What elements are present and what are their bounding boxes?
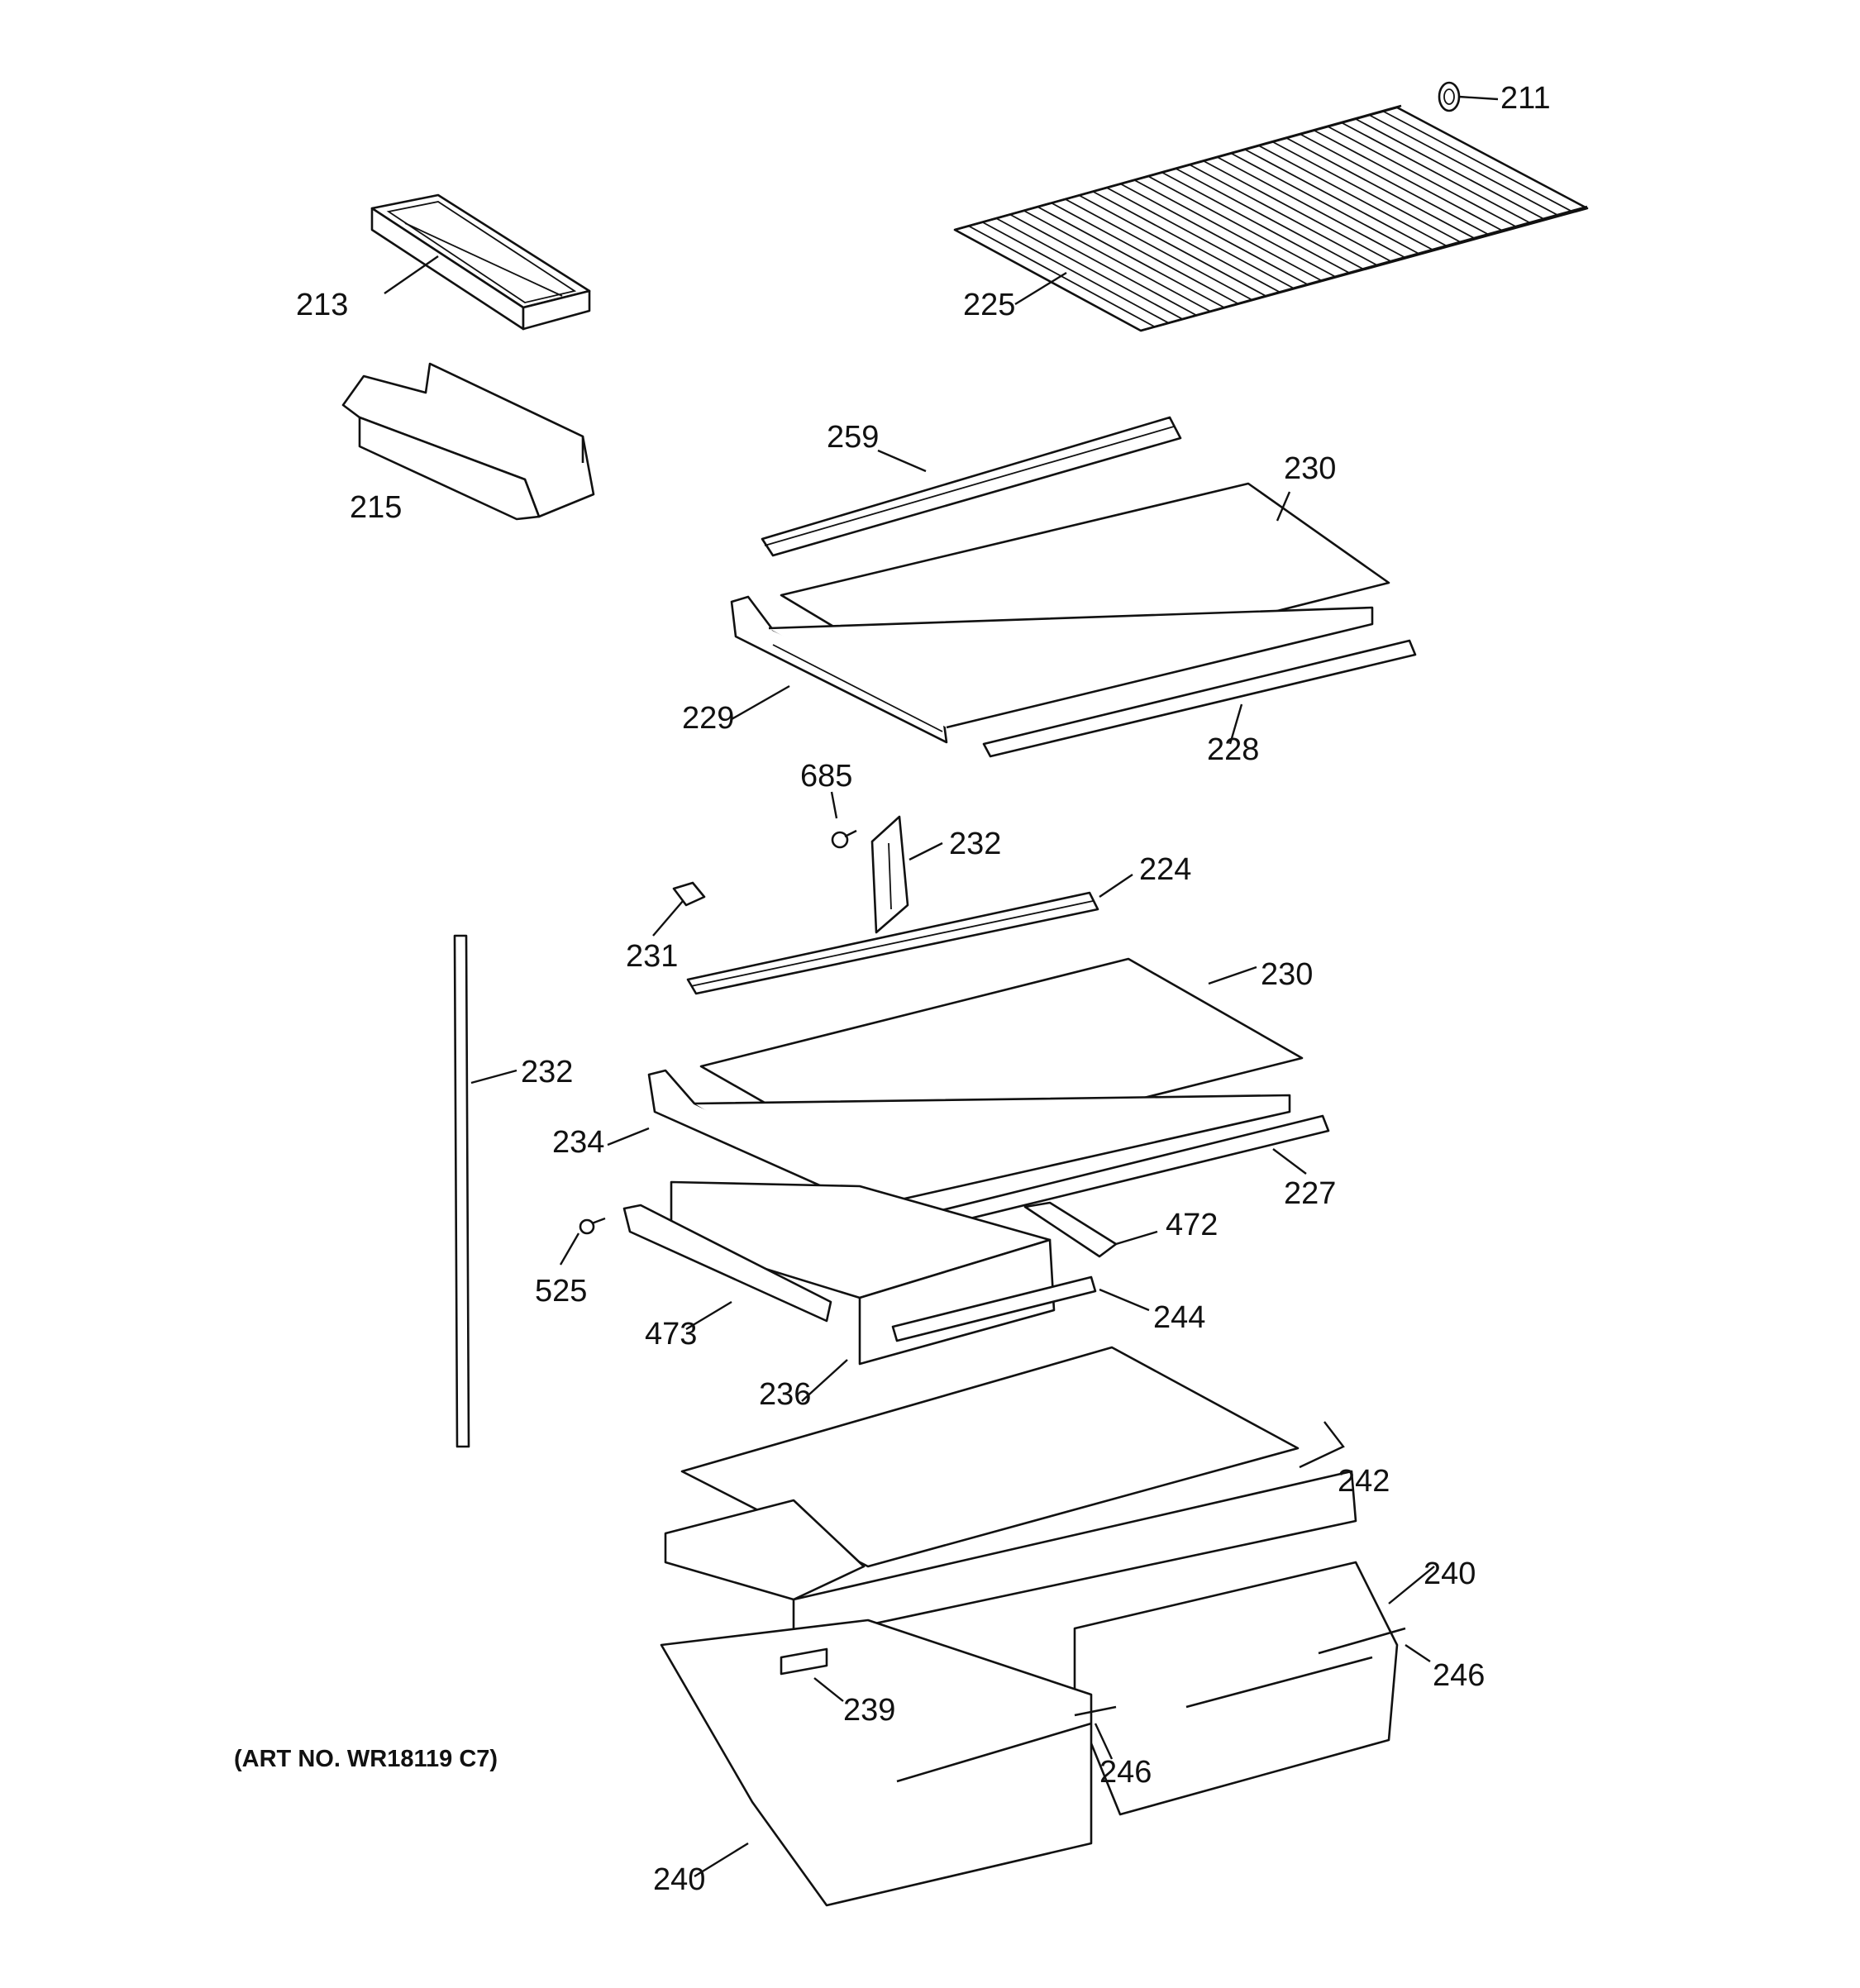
wire-rod xyxy=(1051,202,1239,305)
bin-215 xyxy=(341,362,595,521)
crisper-pan-240-left xyxy=(660,1619,1093,1907)
callout-246-right: 246 xyxy=(1433,1658,1486,1693)
shelf-frame-229 xyxy=(730,595,1374,744)
callout-239: 239 xyxy=(843,1693,896,1728)
wire-rod xyxy=(1106,187,1295,289)
pan-trim-244 xyxy=(891,1275,1097,1342)
callout-230-upper: 230 xyxy=(1284,451,1337,486)
wire-shelf-225 xyxy=(953,104,1589,332)
wire-rod xyxy=(1189,164,1379,267)
callout-225: 225 xyxy=(963,288,1016,322)
wire-rod xyxy=(1092,190,1281,293)
callout-213: 213 xyxy=(296,288,349,322)
callout-525: 525 xyxy=(535,1274,588,1309)
wire-rod xyxy=(982,221,1170,324)
callout-242: 242 xyxy=(1338,1464,1390,1499)
shelf-frame-234 xyxy=(647,1069,1291,1209)
wire-rod xyxy=(1272,141,1462,244)
shelf-clip-231 xyxy=(672,881,706,907)
callout-211: 211 xyxy=(1500,81,1551,116)
wire-rod xyxy=(1244,149,1434,251)
handle-246-right xyxy=(1318,1627,1406,1655)
wire-rod xyxy=(1369,114,1560,217)
callout-234: 234 xyxy=(552,1125,605,1160)
wire-rod xyxy=(1065,198,1253,301)
wire-rod xyxy=(1203,160,1393,263)
shelf-support-232-long xyxy=(453,934,470,1448)
wire-rod xyxy=(1176,168,1365,270)
handle-246-left xyxy=(1074,1705,1117,1717)
callout-259: 259 xyxy=(827,420,880,455)
wire-rod xyxy=(1230,152,1420,255)
callout-227: 227 xyxy=(1284,1176,1337,1211)
callout-240-left: 240 xyxy=(653,1862,706,1897)
wire-rod xyxy=(1009,213,1197,317)
art-number: (ART NO. WR18119 C7) xyxy=(234,1746,498,1772)
screw-685 xyxy=(831,829,857,849)
wire-rod xyxy=(1382,110,1574,213)
wire-rod xyxy=(1161,171,1351,274)
leader-lines xyxy=(384,95,1499,1878)
wire-rod xyxy=(1217,156,1407,259)
wire-rod xyxy=(1079,194,1267,298)
wire-rod xyxy=(1355,118,1546,221)
shelf-trim-228 xyxy=(982,639,1417,758)
ice-tray-213 xyxy=(370,193,591,331)
wire-rod xyxy=(995,217,1184,320)
support-239 xyxy=(780,1647,828,1676)
wire-rod xyxy=(1147,175,1337,279)
callout-246-left: 246 xyxy=(1099,1755,1152,1790)
shelf-support-232-upper xyxy=(870,815,909,934)
wire-rod xyxy=(1300,133,1490,236)
callout-685: 685 xyxy=(800,759,853,794)
callout-215: 215 xyxy=(350,490,403,525)
callout-228: 228 xyxy=(1207,732,1260,767)
callout-224: 224 xyxy=(1139,852,1192,887)
callout-232-long: 232 xyxy=(521,1055,574,1089)
wire-rod xyxy=(1120,183,1309,286)
wire-rod xyxy=(954,229,1142,331)
wire-rod xyxy=(1341,122,1532,225)
wire-rod xyxy=(1133,179,1323,282)
callout-472: 472 xyxy=(1166,1208,1219,1242)
wire-rod xyxy=(1396,107,1588,209)
callout-230-lower: 230 xyxy=(1261,957,1314,992)
callout-229: 229 xyxy=(682,701,735,736)
wire-rod xyxy=(1285,137,1476,240)
screw-525 xyxy=(579,1217,606,1235)
wire-rod xyxy=(1258,145,1448,248)
shelf-trim-259 xyxy=(761,416,1182,557)
callout-244: 244 xyxy=(1153,1300,1206,1335)
shelf-stop-211 xyxy=(1438,81,1461,112)
callout-473: 473 xyxy=(645,1317,698,1352)
callout-231: 231 xyxy=(626,939,679,974)
callout-236: 236 xyxy=(759,1377,812,1412)
cover-assembly-242 xyxy=(664,1346,1357,1642)
wire-rod xyxy=(1314,129,1505,232)
callout-232-upper: 232 xyxy=(949,827,1002,861)
slide-rail-473 xyxy=(622,1204,832,1323)
wire-rod xyxy=(1327,126,1519,228)
callout-240-right: 240 xyxy=(1424,1557,1476,1591)
wire-rod xyxy=(1023,210,1211,312)
wire-rod xyxy=(1037,206,1225,309)
shelf-trim-224 xyxy=(686,891,1099,995)
